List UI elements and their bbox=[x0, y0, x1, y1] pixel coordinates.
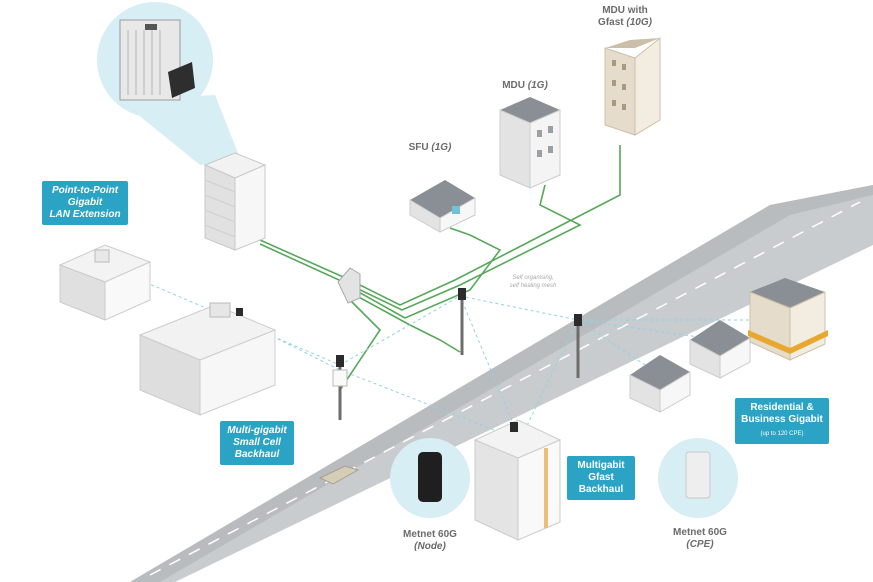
node-zoom-bubble bbox=[390, 438, 470, 518]
datacenter-zoom-bubble bbox=[97, 2, 240, 165]
residential-capacity: (up to 120 CPE) bbox=[760, 431, 804, 437]
mdu-gfast-label: MDU with Gfast (10G) bbox=[590, 5, 660, 29]
sfu-name: SFU bbox=[408, 142, 429, 153]
mdu-label: MDU (1G) bbox=[495, 80, 555, 92]
small-cell-line3: Backhaul bbox=[234, 449, 280, 460]
sfu-house bbox=[409, 180, 476, 233]
residential-tag: Residential & Business Gigabit (up to 12… bbox=[735, 398, 829, 444]
gfast-line2: Gfast bbox=[588, 472, 614, 483]
mdu-building bbox=[499, 97, 561, 189]
gfast-line3: Backhaul bbox=[578, 484, 624, 495]
gfast-apartment-building bbox=[473, 419, 562, 541]
mesh-caption: Self organising, self healing mesh bbox=[498, 274, 568, 290]
node-model: Metnet 60G bbox=[403, 529, 457, 540]
residential-line2: Business Gigabit bbox=[741, 414, 823, 425]
fiber-cabinet bbox=[337, 267, 361, 304]
ptp-tag: Point-to-Point Gigabit LAN Extension bbox=[42, 181, 128, 225]
mdu-gfast-speed: (10G) bbox=[626, 17, 652, 28]
cpe-model: Metnet 60G bbox=[673, 527, 727, 538]
residential-house-2 bbox=[689, 320, 751, 379]
residential-line1: Residential & bbox=[750, 402, 814, 413]
mdu-gfast-building bbox=[604, 36, 661, 136]
ptp-line1: Point-to-Point bbox=[51, 185, 119, 196]
business-shop bbox=[748, 278, 828, 361]
road bbox=[130, 185, 873, 582]
mesh-line1: Self organising, bbox=[512, 275, 554, 281]
gfast-tag: Multigabit Gfast Backhaul bbox=[567, 456, 635, 500]
mesh-line2: self healing mesh bbox=[509, 283, 557, 289]
ptp-line2: Gigabit bbox=[67, 197, 103, 208]
node-label: Metnet 60G (Node) bbox=[395, 529, 465, 553]
sfu-speed: (1G) bbox=[431, 142, 452, 153]
small-cell-line1: Multi-gigabit bbox=[227, 425, 287, 436]
mdu-name: MDU bbox=[502, 80, 525, 91]
node-type: (Node) bbox=[414, 541, 446, 552]
cpe-label: Metnet 60G (CPE) bbox=[665, 527, 735, 551]
small-cell-tag: Multi-gigabit Small Cell Backhaul bbox=[220, 421, 294, 465]
datacenter-building bbox=[203, 152, 267, 251]
small-cell-pole bbox=[332, 355, 348, 420]
office-building-large bbox=[138, 302, 277, 416]
office-building-small bbox=[58, 244, 152, 321]
mesh-pole-center bbox=[458, 288, 466, 355]
mdu-gfast-line2: Gfast bbox=[598, 17, 624, 28]
cpe-zoom-bubble bbox=[658, 438, 738, 518]
mdu-speed: (1G) bbox=[527, 80, 548, 91]
cpe-type: (CPE) bbox=[686, 539, 714, 550]
mesh-pole-right bbox=[574, 314, 582, 378]
sfu-label: SFU (1G) bbox=[400, 142, 460, 154]
gfast-line1: Multigabit bbox=[577, 460, 625, 471]
car bbox=[318, 465, 360, 485]
small-cell-line2: Small Cell bbox=[233, 437, 281, 448]
mdu-gfast-line1: MDU with bbox=[602, 5, 648, 16]
ptp-line3: LAN Extension bbox=[49, 209, 121, 220]
residential-house-1 bbox=[629, 355, 691, 413]
